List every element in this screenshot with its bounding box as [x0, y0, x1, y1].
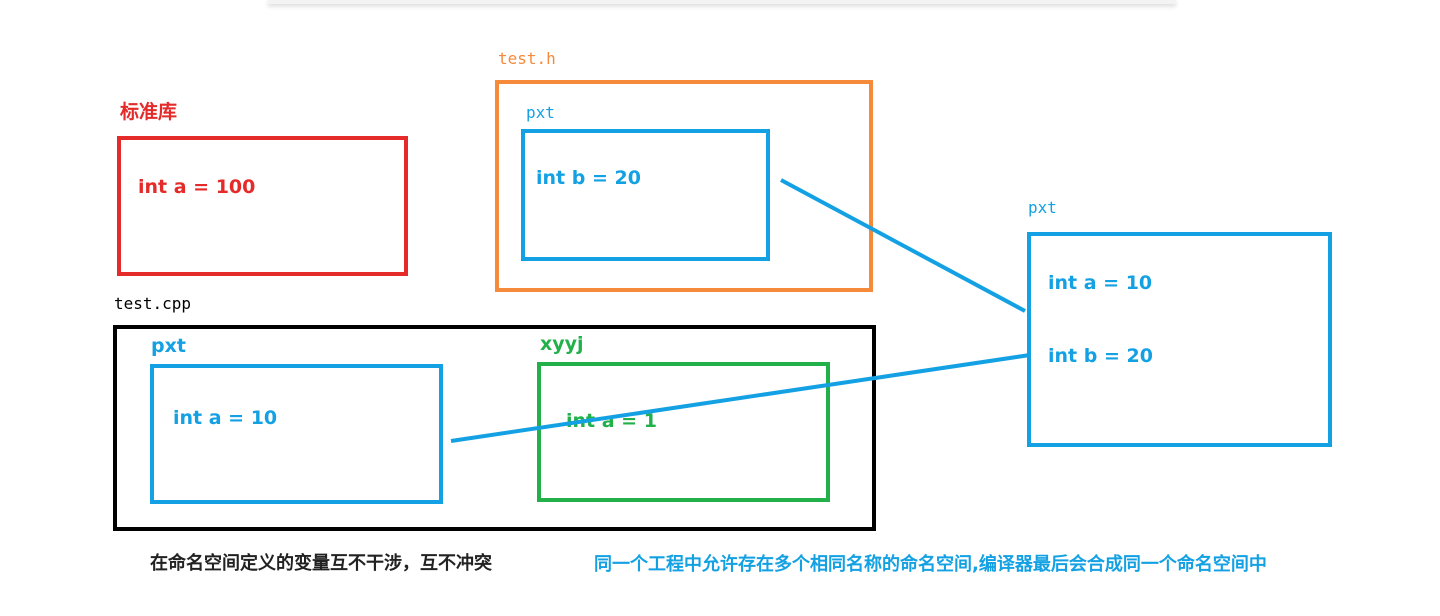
header-namespace-code: int b = 20	[536, 167, 641, 189]
cpp-file-box	[113, 325, 876, 531]
cpp-xyyj-label: xyyj	[540, 333, 584, 355]
connector-header-to-merged	[780, 178, 1026, 313]
connector-cpp-to-merged	[450, 353, 1031, 443]
std-library-box	[117, 136, 408, 276]
header-namespace-label: pxt	[526, 103, 555, 122]
header-file-label: test.h	[498, 49, 556, 68]
std-library-code: int a = 100	[138, 176, 256, 198]
cpp-xyyj-box	[537, 362, 830, 502]
top-toolbar-strip	[268, 0, 1176, 4]
cpp-pxt-box	[150, 364, 443, 504]
std-library-label: 标准库	[120, 101, 178, 123]
caption-right: 同一个工程中允许存在多个相同名称的命名空间,编译器最后会合成同一个命名空间中	[594, 554, 1267, 575]
merged-code-a: int a = 10	[1048, 272, 1153, 294]
cpp-file-label: test.cpp	[114, 294, 192, 313]
merged-code-b: int b = 20	[1048, 345, 1153, 367]
cpp-pxt-code: int a = 10	[173, 407, 278, 429]
merged-namespace-label: pxt	[1028, 198, 1057, 217]
caption-left: 在命名空间定义的变量互不干涉，互不冲突	[150, 553, 492, 574]
cpp-pxt-label: pxt	[151, 335, 186, 357]
header-namespace-box	[521, 129, 770, 261]
merged-namespace-box	[1027, 232, 1332, 447]
header-file-box	[495, 80, 873, 292]
